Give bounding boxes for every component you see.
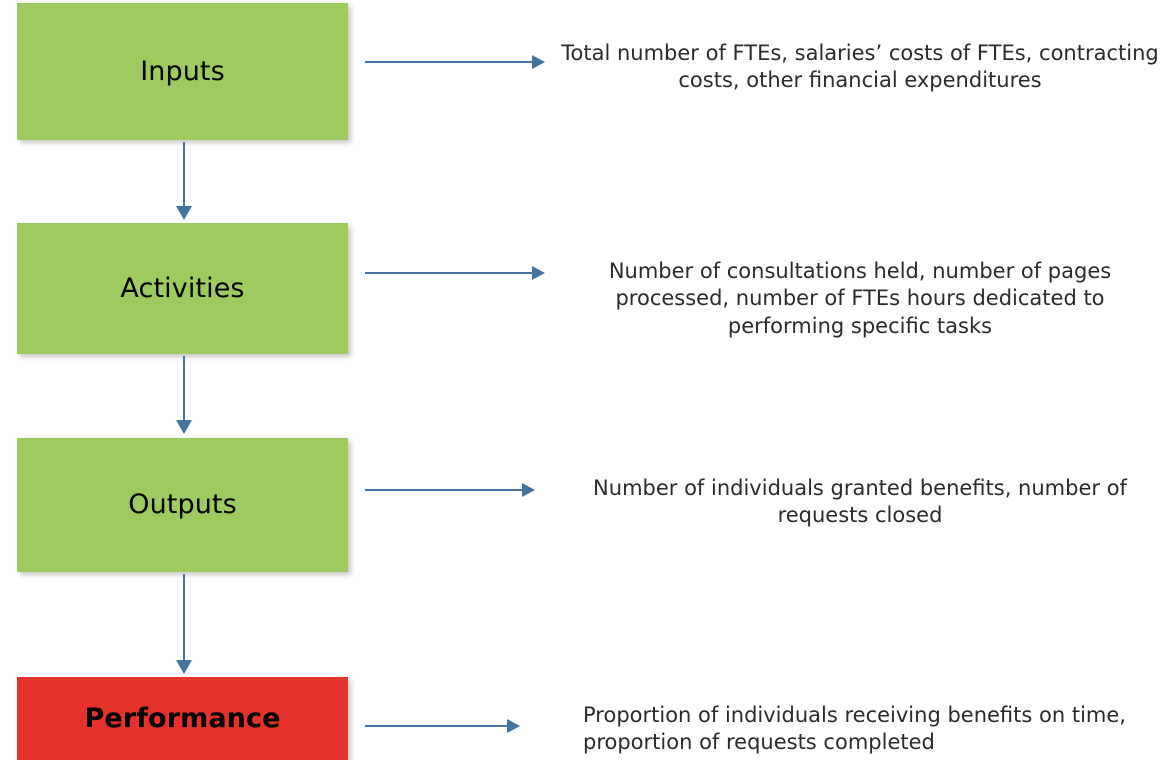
stage-label-activities: Activities bbox=[120, 272, 245, 304]
horizontal-arrow-inputs bbox=[365, 55, 545, 69]
horizontal-arrow-performance bbox=[365, 719, 520, 733]
stage-box-activities: Activities bbox=[17, 223, 348, 354]
horizontal-arrow-outputs bbox=[365, 483, 535, 497]
stage-description-performance: Proportion of individuals receiving bene… bbox=[583, 703, 1126, 755]
stage-label-outputs: Outputs bbox=[128, 489, 237, 521]
stage-box-outputs: Outputs bbox=[17, 438, 348, 572]
stage-description-activities: Number of consultations held, number of … bbox=[608, 259, 1112, 338]
vertical-arrow-activities bbox=[176, 356, 192, 434]
stage-label-performance: Performance bbox=[84, 702, 281, 734]
horizontal-arrow-activities bbox=[365, 266, 545, 280]
stage-description-outputs: Number of individuals granted benefits, … bbox=[593, 476, 1127, 528]
stage-box-performance: Performance bbox=[17, 677, 348, 760]
stage-description-inputs: Total number of FTEs, salaries’ costs of… bbox=[561, 41, 1159, 93]
stage-label-inputs: Inputs bbox=[140, 55, 225, 87]
stage-box-inputs: Inputs bbox=[17, 3, 348, 140]
vertical-arrow-outputs bbox=[176, 574, 192, 674]
vertical-arrow-inputs bbox=[176, 142, 192, 220]
